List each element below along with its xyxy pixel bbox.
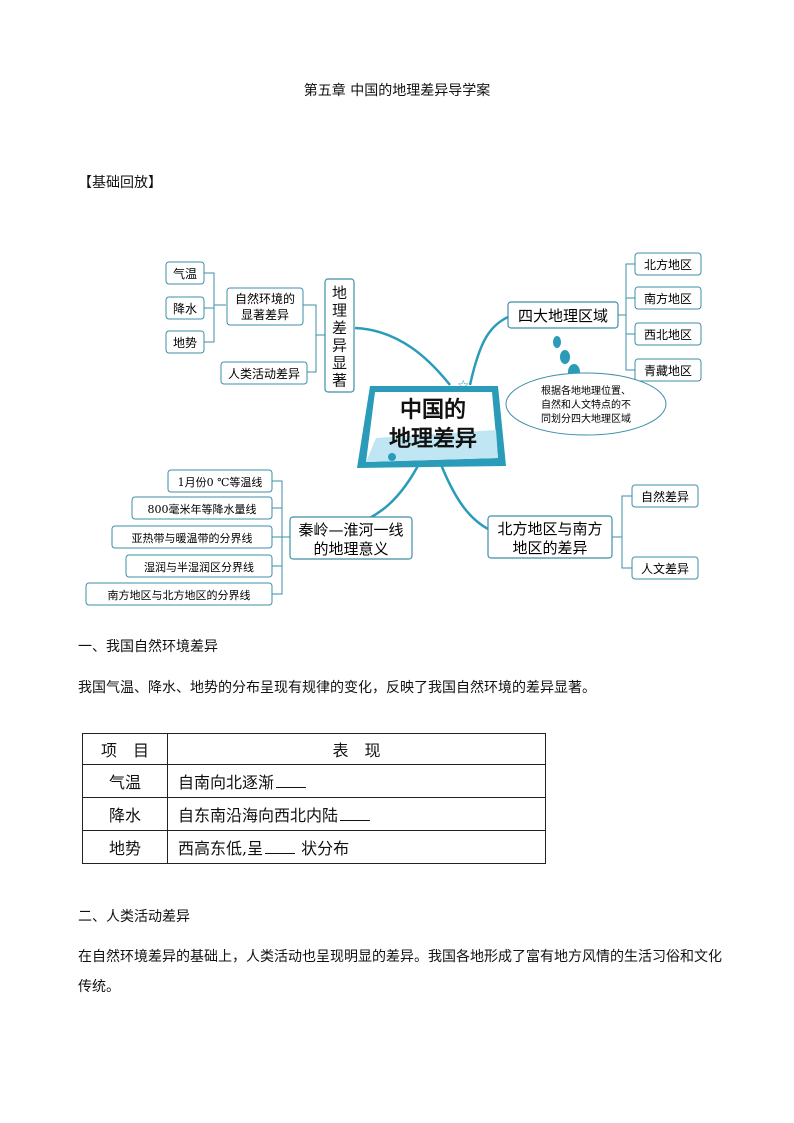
leaf-climate-boundary [111, 525, 273, 549]
branch-label-north-south-line2: 地区的差异 [512, 539, 587, 557]
document-title: 第五章 中国的地理差异导学案 [303, 83, 491, 99]
table-header-item: 项 目 [82, 733, 168, 765]
table-cell-text: 西高东低,呈 状分布 [167, 830, 546, 864]
leaf-humidity-boundary [125, 554, 273, 578]
table-cell-item: 地势 [82, 830, 168, 864]
table-header-performance: 表 现 [167, 733, 546, 765]
mind-map-brackets [204, 263, 635, 595]
section2-text-line1: 在自然环境差异的基础上，人类活动也呈现明显的差异。我国各地形成了富有地方风情的生… [78, 949, 722, 965]
leaf-south [634, 286, 702, 310]
leaf-qinghai-tibet-label: 青藏地区 [644, 364, 692, 378]
leaf-natural-diff-label: 自然差异 [641, 489, 689, 504]
table-row: 地势 西高东低,呈 状分布 [82, 830, 546, 864]
section1-text: 我国气温、降水、地势的分布呈现有规律的变化，反映了我国自然环境的差异显著。 [78, 680, 596, 696]
leaf-region-boundary-label: 南方地区与北方地区的分界线 [108, 588, 251, 602]
node-human-activity [220, 361, 308, 385]
table-cell-text: 自东南沿海向西北内陆 [167, 797, 546, 831]
leaf-north-label: 北方地区 [644, 257, 692, 272]
leaf-isotherm-label: 1月份0 ℃等温线 [178, 475, 263, 489]
leaf-isohyet [131, 496, 273, 520]
leaf-human-diff-label: 人文差异 [641, 561, 689, 576]
leaf-temperature [165, 261, 205, 285]
leaf-precipitation [165, 296, 205, 320]
table-row: 气温 自南向北逐渐 [82, 764, 546, 798]
leaf-temperature-label: 气温 [173, 266, 197, 281]
fill-blank[interactable] [265, 839, 296, 854]
leaf-climate-boundary-label: 亚热带与暖温带的分界线 [132, 531, 253, 545]
table-row: 降水 自东南沿海向西北内陆 [82, 797, 546, 831]
leaf-terrain-label: 地势 [173, 336, 197, 350]
fill-blank[interactable] [340, 806, 371, 821]
node-human-activity-label: 人类活动差异 [228, 367, 300, 381]
branch-label-north-south-line1: 北方地区与南方 [497, 520, 602, 538]
table-cell-text-content: 自南向北逐渐 [178, 773, 275, 792]
leaf-northwest-label: 西北地区 [644, 328, 692, 342]
node-natural-env-line1: 自然环境的 [235, 291, 295, 306]
table-header-row: 项 目 表 现 [82, 733, 546, 765]
table-cell-text: 自南向北逐渐 [167, 764, 546, 798]
table-cell-text-content: 自东南沿海向西北内陆 [178, 806, 339, 825]
flower-icon [388, 453, 396, 461]
branch-label-qinling-line1: 秦岭—淮河一线 [298, 521, 403, 539]
leaf-region-boundary [85, 582, 273, 606]
leaf-human-diff [631, 556, 699, 580]
note-line2: 自然和人文特点的不 [541, 398, 631, 411]
branch-label-differences: 地理差异显著 [332, 284, 347, 390]
center-node: 中国的 地理差异 ☆ [357, 378, 506, 468]
leaf-precipitation-label: 降水 [173, 302, 197, 316]
leaf-south-label: 南方地区 [644, 291, 692, 306]
section2-heading: 二、人类活动差异 [78, 909, 190, 925]
note-bubble [505, 372, 667, 436]
mind-map: 中国的 地理差异 ☆ 地理差异显著 自然环境的 显著差异 人类活动差异 气温 降… [85, 252, 702, 606]
branch-label-regions: 四大地理区域 [518, 307, 608, 325]
star-icon: ☆ [457, 378, 470, 394]
table-cell-item: 降水 [82, 797, 168, 831]
note-line3: 同划分四大地理区域 [541, 412, 631, 425]
branch-box-qinling [289, 516, 413, 560]
table-cell-text-content: 西高东低,呈 [178, 839, 264, 858]
section1-heading: 一、我国自然环境差异 [78, 639, 218, 655]
node-natural-env [226, 287, 304, 326]
leaf-north [634, 252, 702, 276]
branch-box-differences [324, 278, 355, 393]
fill-blank[interactable] [276, 773, 307, 788]
leaf-northwest [634, 322, 702, 346]
node-natural-env-line2: 显著差异 [241, 308, 289, 322]
section2-text-line2: 传统。 [78, 979, 120, 995]
leaf-humidity-boundary-label: 湿润与半湿润区分界线 [144, 560, 254, 574]
section-tag: 【基础回放】 [78, 175, 162, 191]
leaf-qinghai-tibet [634, 358, 702, 382]
center-label-line2: 地理差异 [389, 426, 477, 452]
branch-box-regions [507, 301, 619, 329]
branch-box-north-south [487, 515, 613, 559]
center-label-line1: 中国的 [400, 397, 466, 423]
leaf-isohyet-label: 800毫米年等降水量线 [148, 502, 257, 516]
table-cell-item: 气温 [82, 764, 168, 798]
leaf-terrain [165, 330, 205, 354]
leaf-natural-diff [631, 484, 699, 508]
table-cell-suffix: 状分布 [301, 839, 350, 858]
note-line1: 根据各地地理位置、 [541, 384, 631, 397]
differences-table: 项 目 表 现 气温 自南向北逐渐 降水 自东南沿海向西北内陆 地势 西高东低,… [82, 733, 546, 864]
branch-label-qinling-line2: 的地理意义 [313, 540, 388, 558]
leaf-isotherm [167, 469, 273, 493]
